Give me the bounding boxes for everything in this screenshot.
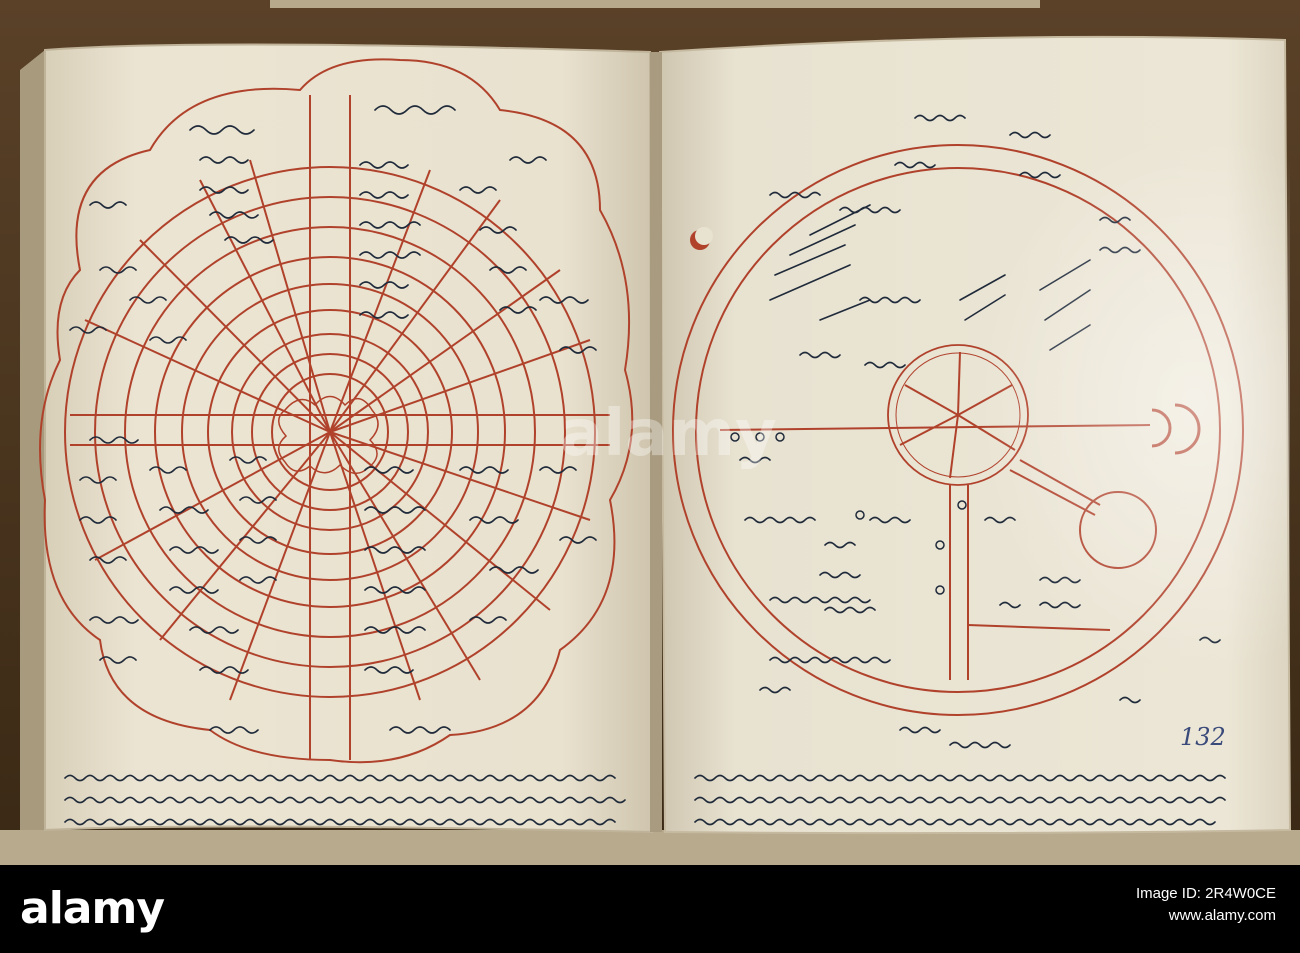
- image-id-label: Image ID:: [1135, 885, 1201, 902]
- left-page-stack: [20, 50, 45, 830]
- left-handwriting: [64, 105, 626, 826]
- image-id-value: 2R4W0CE: [1205, 885, 1276, 902]
- glass-glare: [660, 52, 1290, 832]
- stock-info: Image ID: 2R4W0CE www.alamy.com: [1136, 883, 1276, 927]
- left-wheel-diagram: [39, 58, 634, 764]
- stock-footer-bar: alamy Image ID: 2R4W0CE www.alamy.com: [0, 865, 1300, 953]
- top-shelf: [270, 0, 1040, 8]
- manuscript-photo: 132 alamy: [0, 0, 1300, 865]
- watermark-text: alamy: [560, 397, 777, 471]
- book-gutter: [650, 52, 662, 832]
- stock-url: www.alamy.com: [1168, 907, 1276, 924]
- alamy-logo: alamy: [20, 883, 165, 934]
- image-id-line: Image ID: 2R4W0CE: [1136, 883, 1276, 905]
- bottom-shelf: [0, 830, 1300, 865]
